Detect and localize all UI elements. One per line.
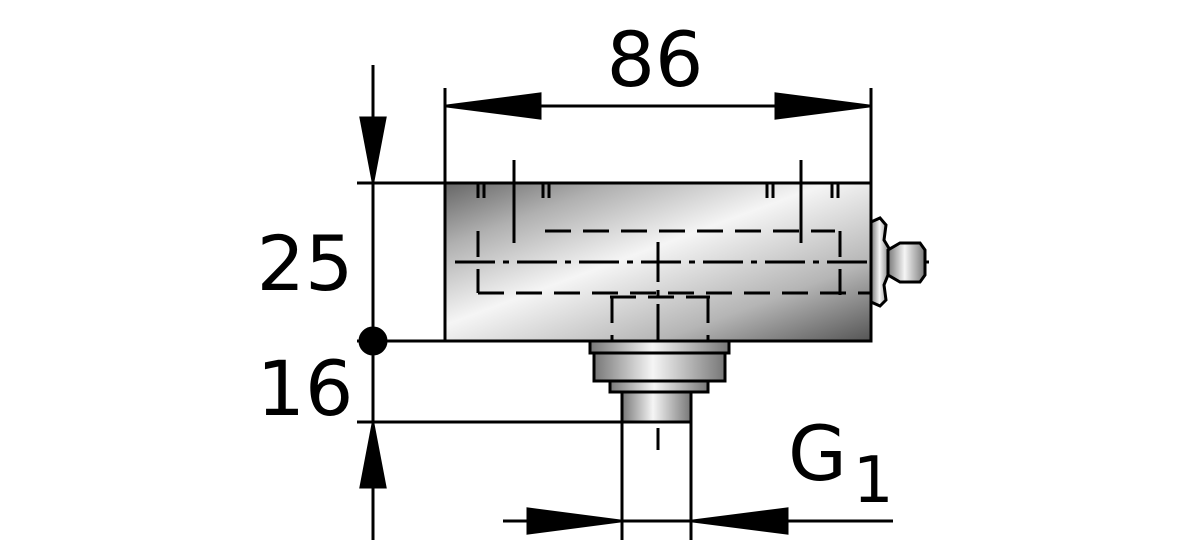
dimension-width-label: 86	[607, 15, 704, 104]
hidden-lines	[476, 229, 875, 341]
dimension-width	[443, 88, 873, 183]
dimension-witness-ticks	[476, 160, 840, 243]
dimension-thread	[503, 422, 893, 540]
thread-label: G1	[788, 409, 894, 518]
dimension-height	[357, 65, 622, 540]
bottom-fitting	[588, 339, 731, 424]
grease-nipple	[869, 216, 927, 308]
thread-subscript: 1	[853, 444, 894, 518]
thread-letter: G	[788, 409, 847, 498]
dimension-height-fitting-label: 16	[257, 344, 354, 433]
dimension-height-body-label: 25	[257, 219, 354, 308]
